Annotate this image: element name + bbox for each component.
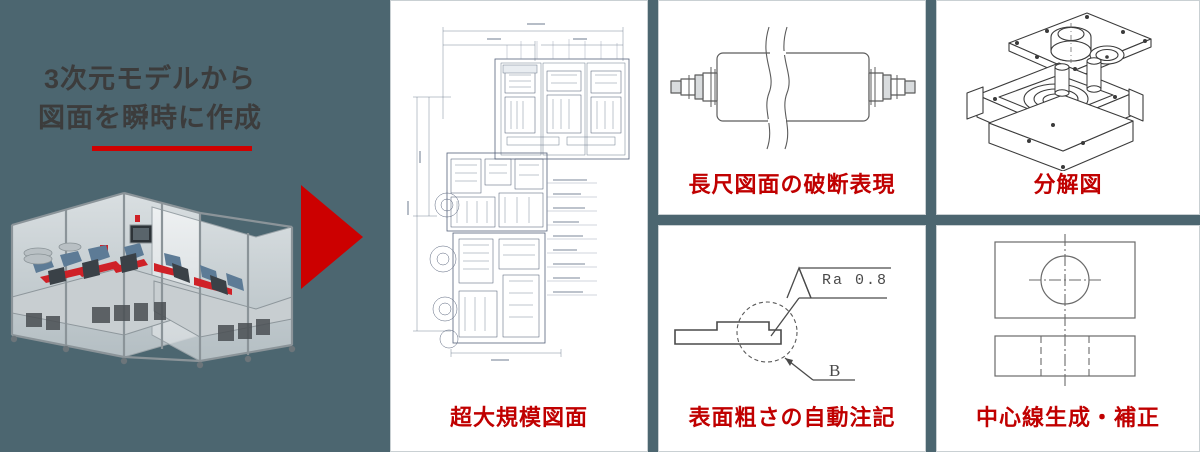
isometric-exploded-assembly	[937, 1, 1199, 174]
panel-large-scale-drawing[interactable]: 超大規模図面	[390, 0, 648, 452]
panel-exploded-view[interactable]: 分解図	[936, 0, 1200, 215]
hero-section: 3次元モデルから 図面を瞬時に作成	[0, 0, 390, 452]
3d-machine-model	[4, 185, 300, 380]
page-title: 3次元モデルから 図面を瞬時に作成	[0, 60, 300, 138]
panel-break-representation[interactable]: 長尺図面の破断表現	[658, 0, 926, 215]
title-line-1: 3次元モデルから	[43, 64, 257, 94]
panel-caption: 分解図	[1033, 172, 1103, 197]
panel-caption: 中心線生成・補正	[975, 405, 1160, 430]
panel-center-line[interactable]: 中心線生成・補正	[936, 225, 1200, 452]
panel-caption: 長尺図面の破断表現	[688, 172, 896, 197]
dense-2d-assembly-drawing	[391, 1, 647, 407]
roughness-value: Ra 0.8	[822, 272, 888, 289]
panel-surface-roughness[interactable]: Ra 0.8 B 表面粗さの自動注記	[658, 225, 926, 452]
panel-caption: 超大規模図面	[449, 405, 588, 430]
two-views-with-centerlines	[937, 226, 1199, 407]
title-underline	[92, 146, 252, 151]
long-shaft-with-break-lines	[659, 1, 925, 174]
panel-caption: 表面粗さの自動注記	[688, 405, 896, 430]
title-line-2: 図面を瞬時に作成	[38, 103, 262, 134]
red-right-arrow	[301, 185, 363, 289]
step-profile-with-roughness-symbol: Ra 0.8 B	[659, 226, 925, 407]
detail-label: B	[829, 361, 840, 380]
